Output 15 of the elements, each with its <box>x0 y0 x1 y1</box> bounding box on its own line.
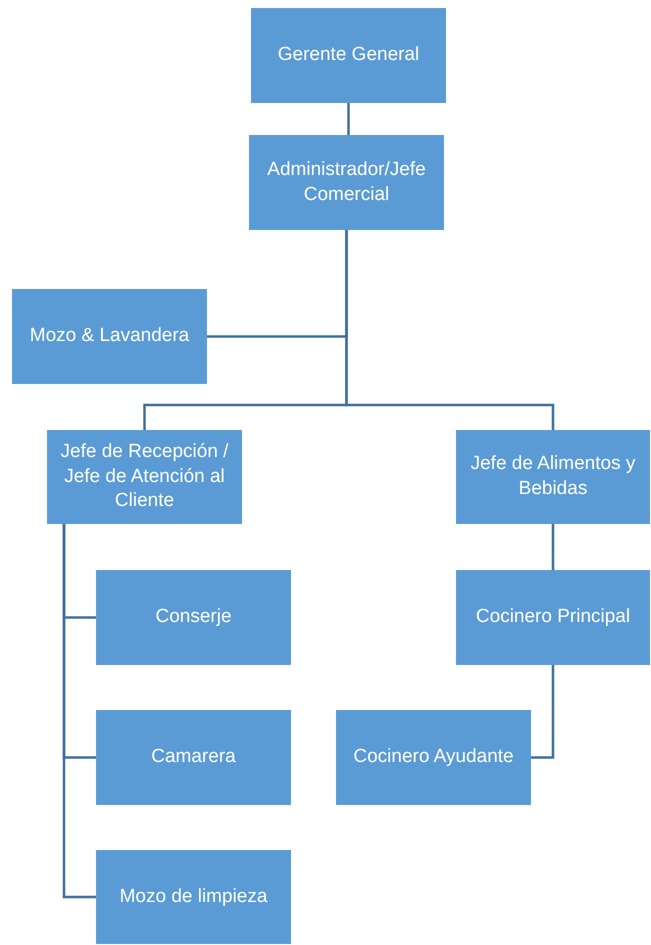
connector-line <box>552 524 554 570</box>
connector-line <box>345 230 554 430</box>
position-box: Conserje <box>96 570 291 665</box>
position-box: Mozo de limpieza <box>96 850 291 944</box>
connector-line <box>531 665 554 759</box>
position-box: Administrador/Jefe Comercial <box>249 135 444 230</box>
position-box: Gerente General <box>251 8 446 103</box>
position-box: Jefe de Recepción / Jefe de Atención al Cliente <box>47 430 242 524</box>
position-box: Cocinero Principal <box>456 570 650 665</box>
position-box: Mozo & Lavandera <box>12 289 207 384</box>
connector-line <box>62 524 96 898</box>
connector-line <box>347 103 350 135</box>
position-box: Cocinero Ayudante <box>336 710 531 805</box>
position-box: Jefe de Alimentos y Bebidas <box>456 430 650 524</box>
position-box: Camarera <box>96 710 291 805</box>
